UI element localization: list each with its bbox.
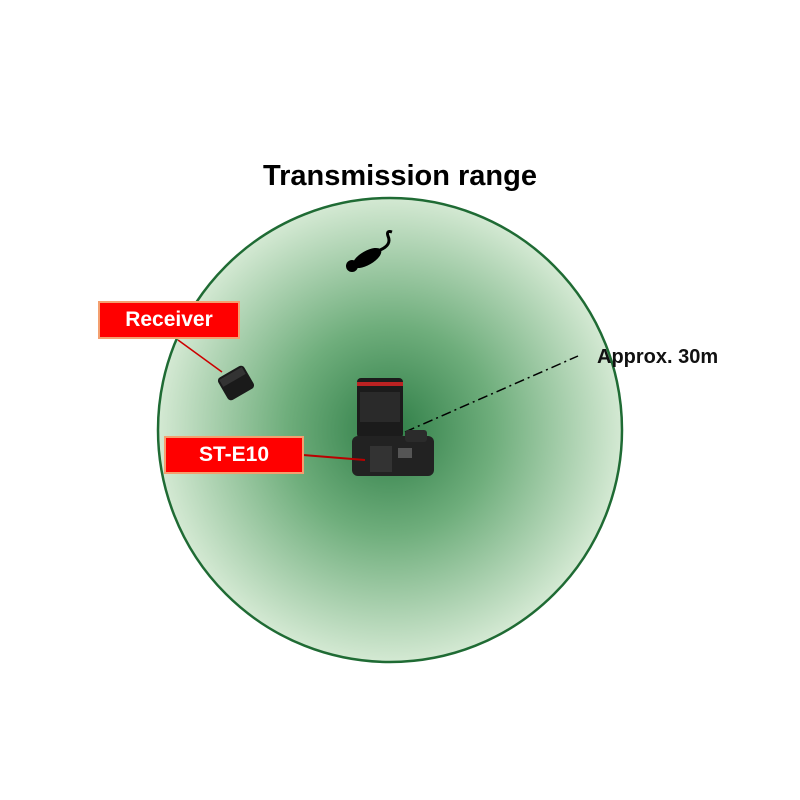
radius-line	[404, 355, 579, 433]
transmitter-label: ST-E10	[164, 436, 304, 474]
transmitter-leader-line	[302, 454, 366, 461]
receiver-leader-line	[177, 339, 223, 373]
diagram-title: Transmission range	[263, 160, 537, 192]
camera-icon	[352, 378, 434, 476]
receiver-device-icon	[217, 365, 255, 401]
distance-label: Approx. 30m	[597, 346, 719, 368]
receiver-label: Receiver	[98, 301, 240, 339]
cat-icon	[346, 230, 393, 272]
